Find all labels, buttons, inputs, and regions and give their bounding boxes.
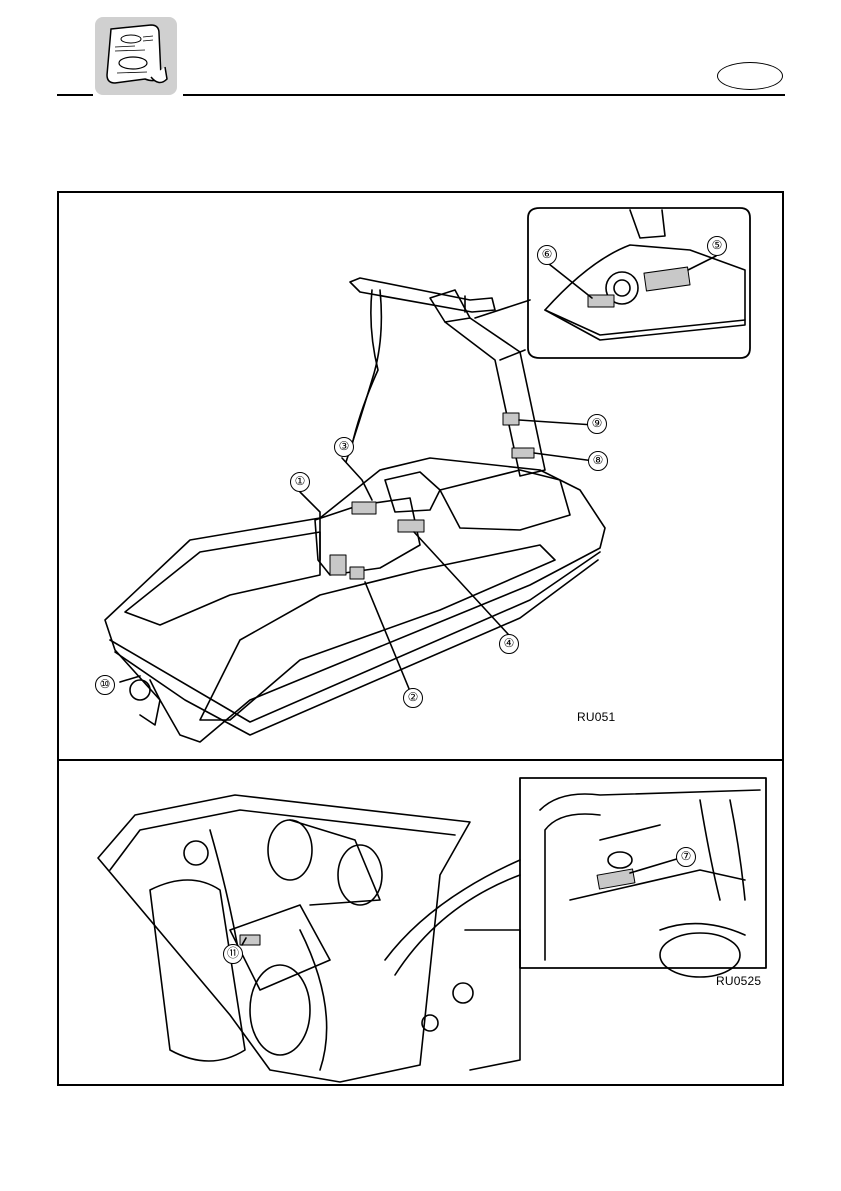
- callout-1: ①: [290, 472, 310, 492]
- callout-9: ⑨: [587, 414, 607, 434]
- callout-7: ⑦: [676, 847, 696, 867]
- callout-11: ⑪: [223, 944, 243, 964]
- figure-ref-code-top: RU051: [577, 710, 615, 724]
- callout-2: ②: [403, 688, 423, 708]
- callout-5: ⑤: [707, 236, 727, 256]
- callout-4: ④: [499, 634, 519, 654]
- callout-3: ③: [334, 437, 354, 457]
- callout-6: ⑥: [537, 245, 557, 265]
- callout-8: ⑧: [588, 451, 608, 471]
- figure-ref-code-bottom: RU0525: [716, 974, 761, 988]
- callout-10: ⑩: [95, 675, 115, 695]
